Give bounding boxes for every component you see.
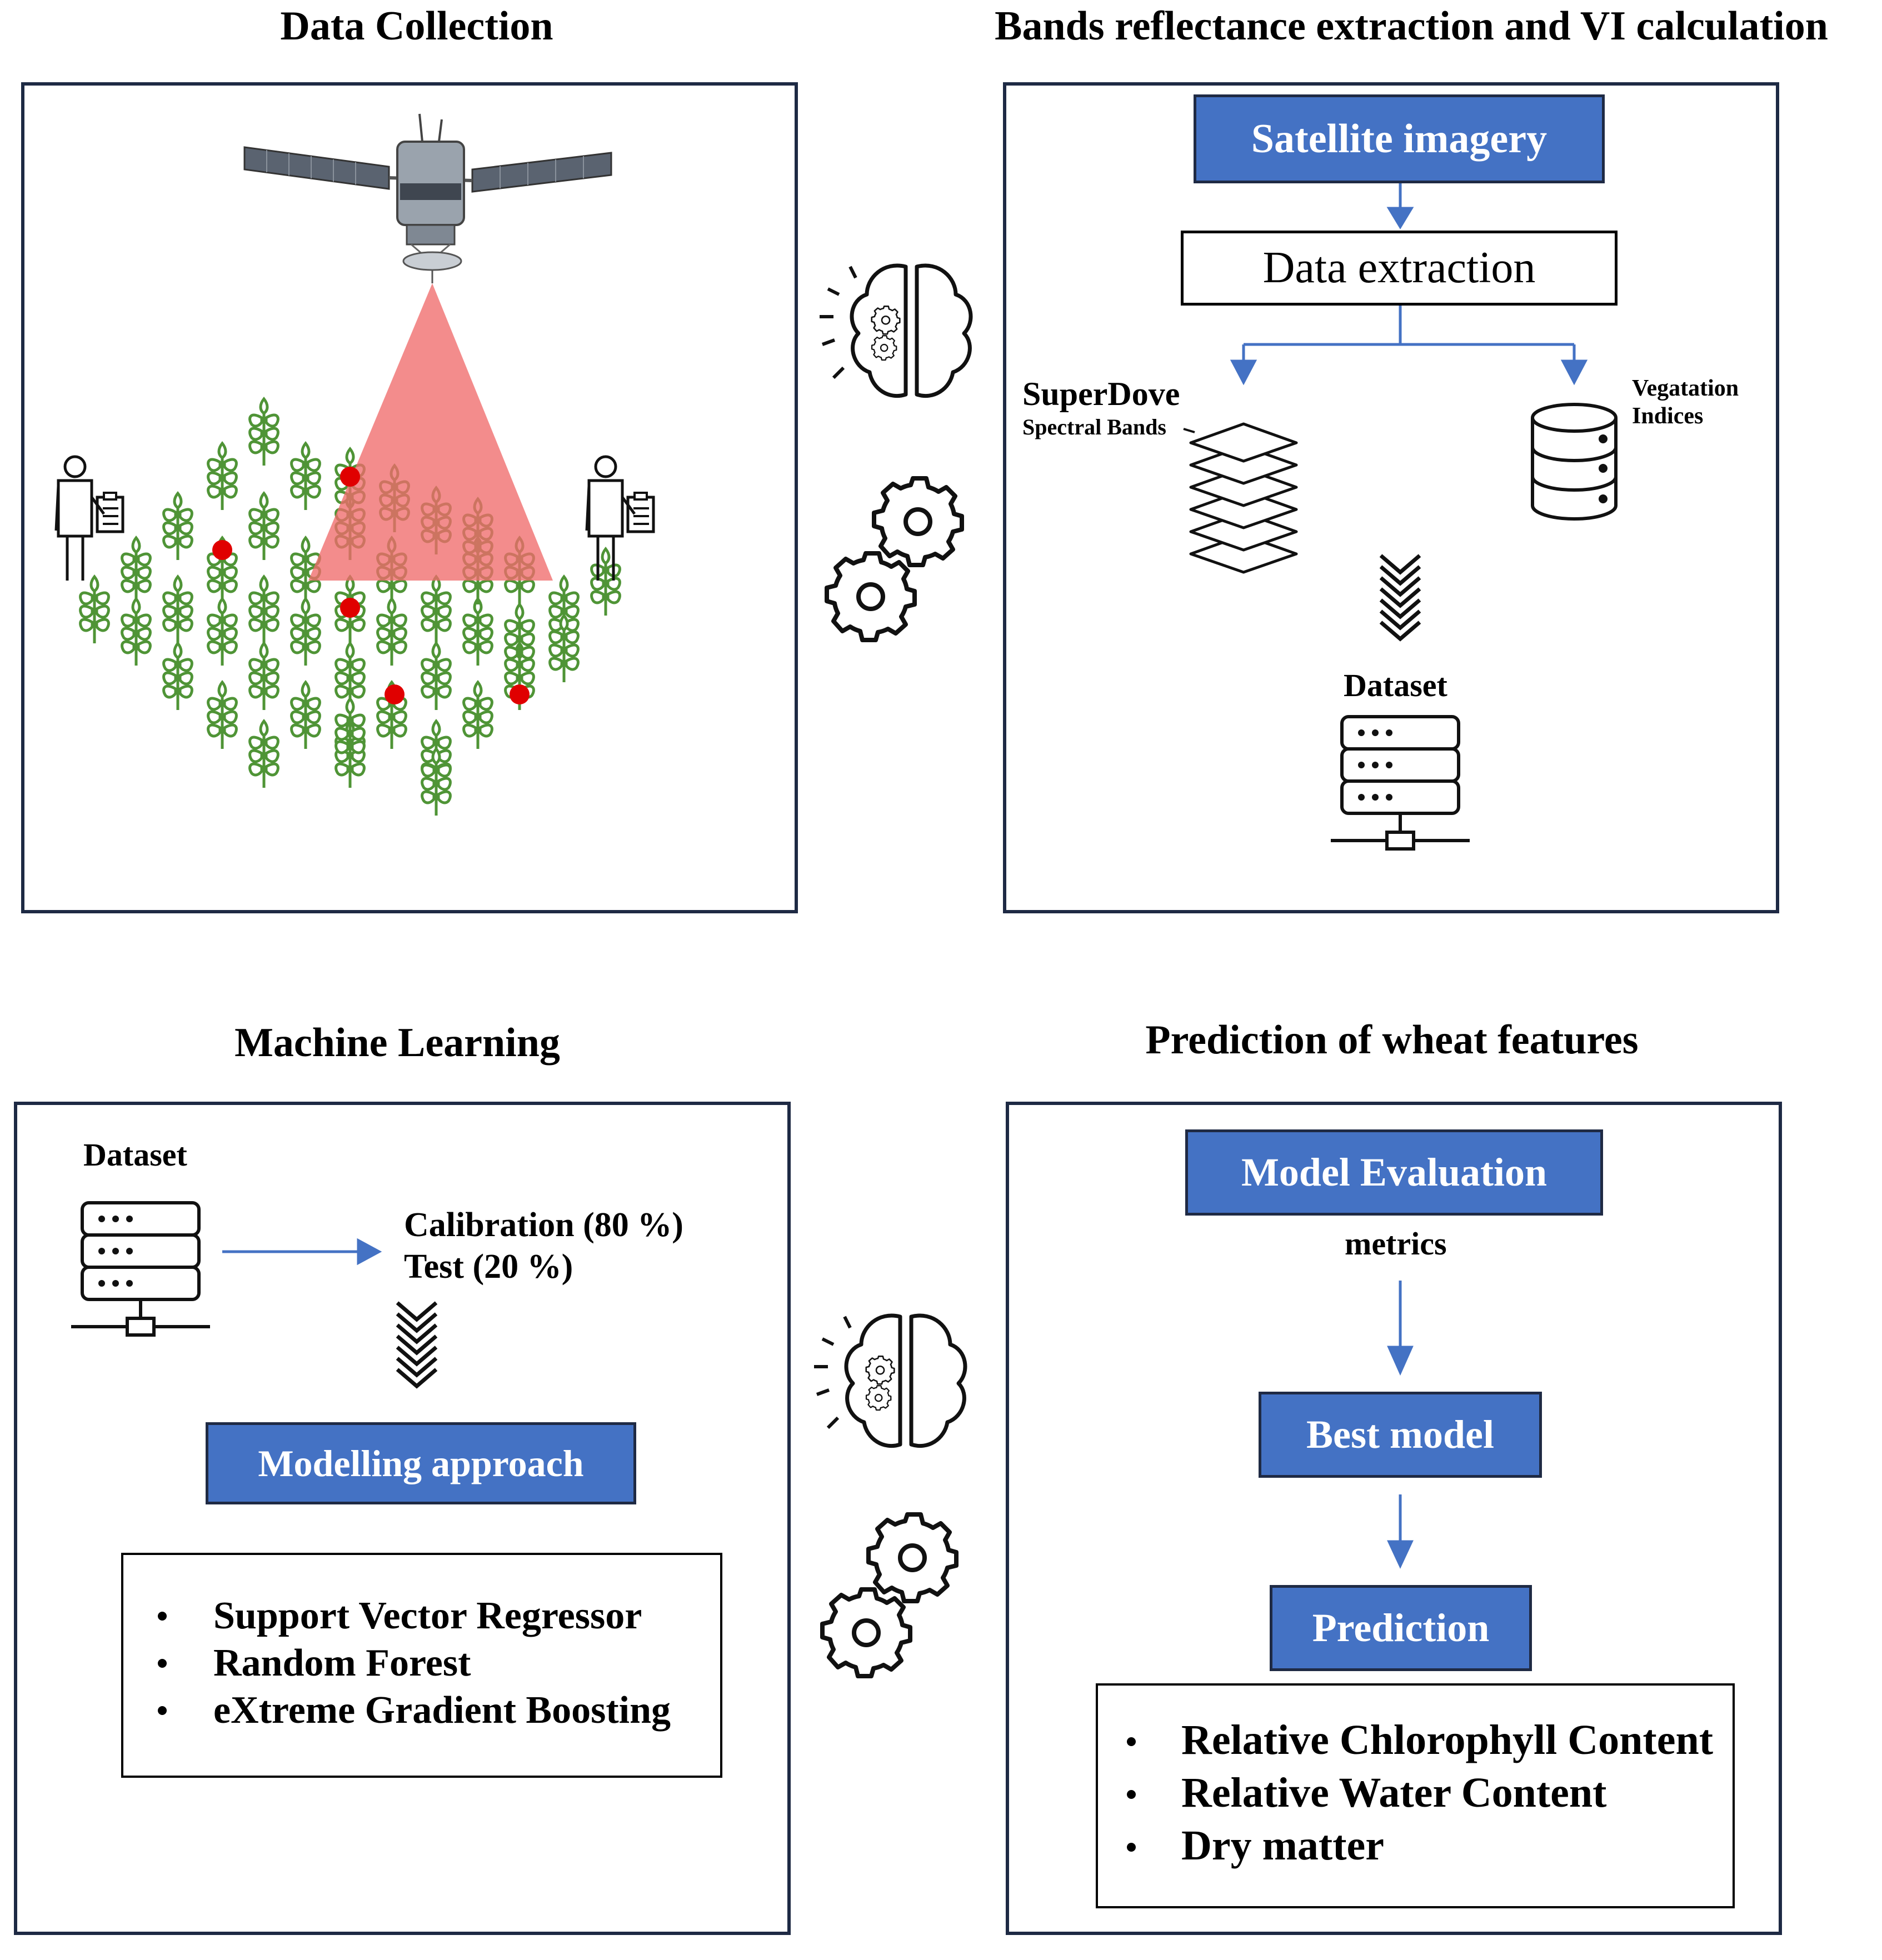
gears-icon <box>822 1514 956 1676</box>
vegetation-label-line1: Vegatation <box>1632 376 1739 401</box>
metrics-label: metrics <box>1345 1226 1447 1262</box>
dataset-label-ml: Dataset <box>83 1137 187 1173</box>
title-bands-extraction: Bands reflectance extraction and VI calc… <box>995 3 1828 49</box>
sample-points <box>212 467 530 704</box>
feature-name: Dry matter <box>1181 1822 1385 1869</box>
satellite-beam <box>308 283 553 581</box>
farmer-icon <box>56 457 123 581</box>
best-model-box: Best model <box>1259 1392 1542 1478</box>
arrow-icon <box>1387 1281 1414 1569</box>
layers-icon <box>1189 422 1298 574</box>
model-name: Random Forest <box>213 1642 471 1684</box>
feature-name: Relative Chlorophyll Content <box>1181 1717 1714 1763</box>
calibration-label: Calibration (80 %) <box>404 1206 683 1244</box>
title-prediction: Prediction of wheat features <box>1145 1017 1639 1063</box>
spectral-bands-label: Spectral Bands <box>1022 414 1166 439</box>
test-label: Test (20 %) <box>404 1248 573 1286</box>
title-data-collection: Data Collection <box>280 3 553 49</box>
brain-gear-icon <box>814 1316 965 1446</box>
models-list: Support Vector Regressor Random Forest e… <box>121 1553 722 1778</box>
vegetation-label-line2: Indices <box>1632 403 1704 429</box>
dataset-label-bands: Dataset <box>1344 667 1447 703</box>
model-name: eXtreme Gradient Boosting <box>213 1689 671 1732</box>
chevron-down-icon <box>397 1303 436 1386</box>
model-name: Support Vector Regressor <box>213 1594 642 1637</box>
gears-icon <box>827 478 962 640</box>
features-list: Relative Chlorophyll Content Relative Wa… <box>1096 1683 1735 1908</box>
chevron-down-icon <box>1381 556 1420 639</box>
superdove-label: SuperDove <box>1022 376 1180 412</box>
prediction-box: Prediction <box>1270 1585 1532 1671</box>
farmer-icon <box>587 457 653 581</box>
satellite-imagery-box: Satellite imagery <box>1194 94 1605 183</box>
database-icon <box>1531 403 1618 521</box>
brain-gear-icon <box>820 266 971 396</box>
arrow-icon <box>1230 183 1588 386</box>
satellite-icon <box>243 113 612 283</box>
data-extraction-box: Data extraction <box>1181 231 1618 306</box>
server-icon <box>1331 717 1470 849</box>
title-machine-learning: Machine Learning <box>234 1020 560 1066</box>
model-evaluation-box: Model Evaluation <box>1185 1129 1603 1216</box>
modelling-approach-box: Modelling approach <box>206 1422 636 1504</box>
feature-name: Relative Water Content <box>1181 1769 1607 1816</box>
arrow-icon <box>222 1238 382 1266</box>
server-icon <box>71 1203 210 1335</box>
